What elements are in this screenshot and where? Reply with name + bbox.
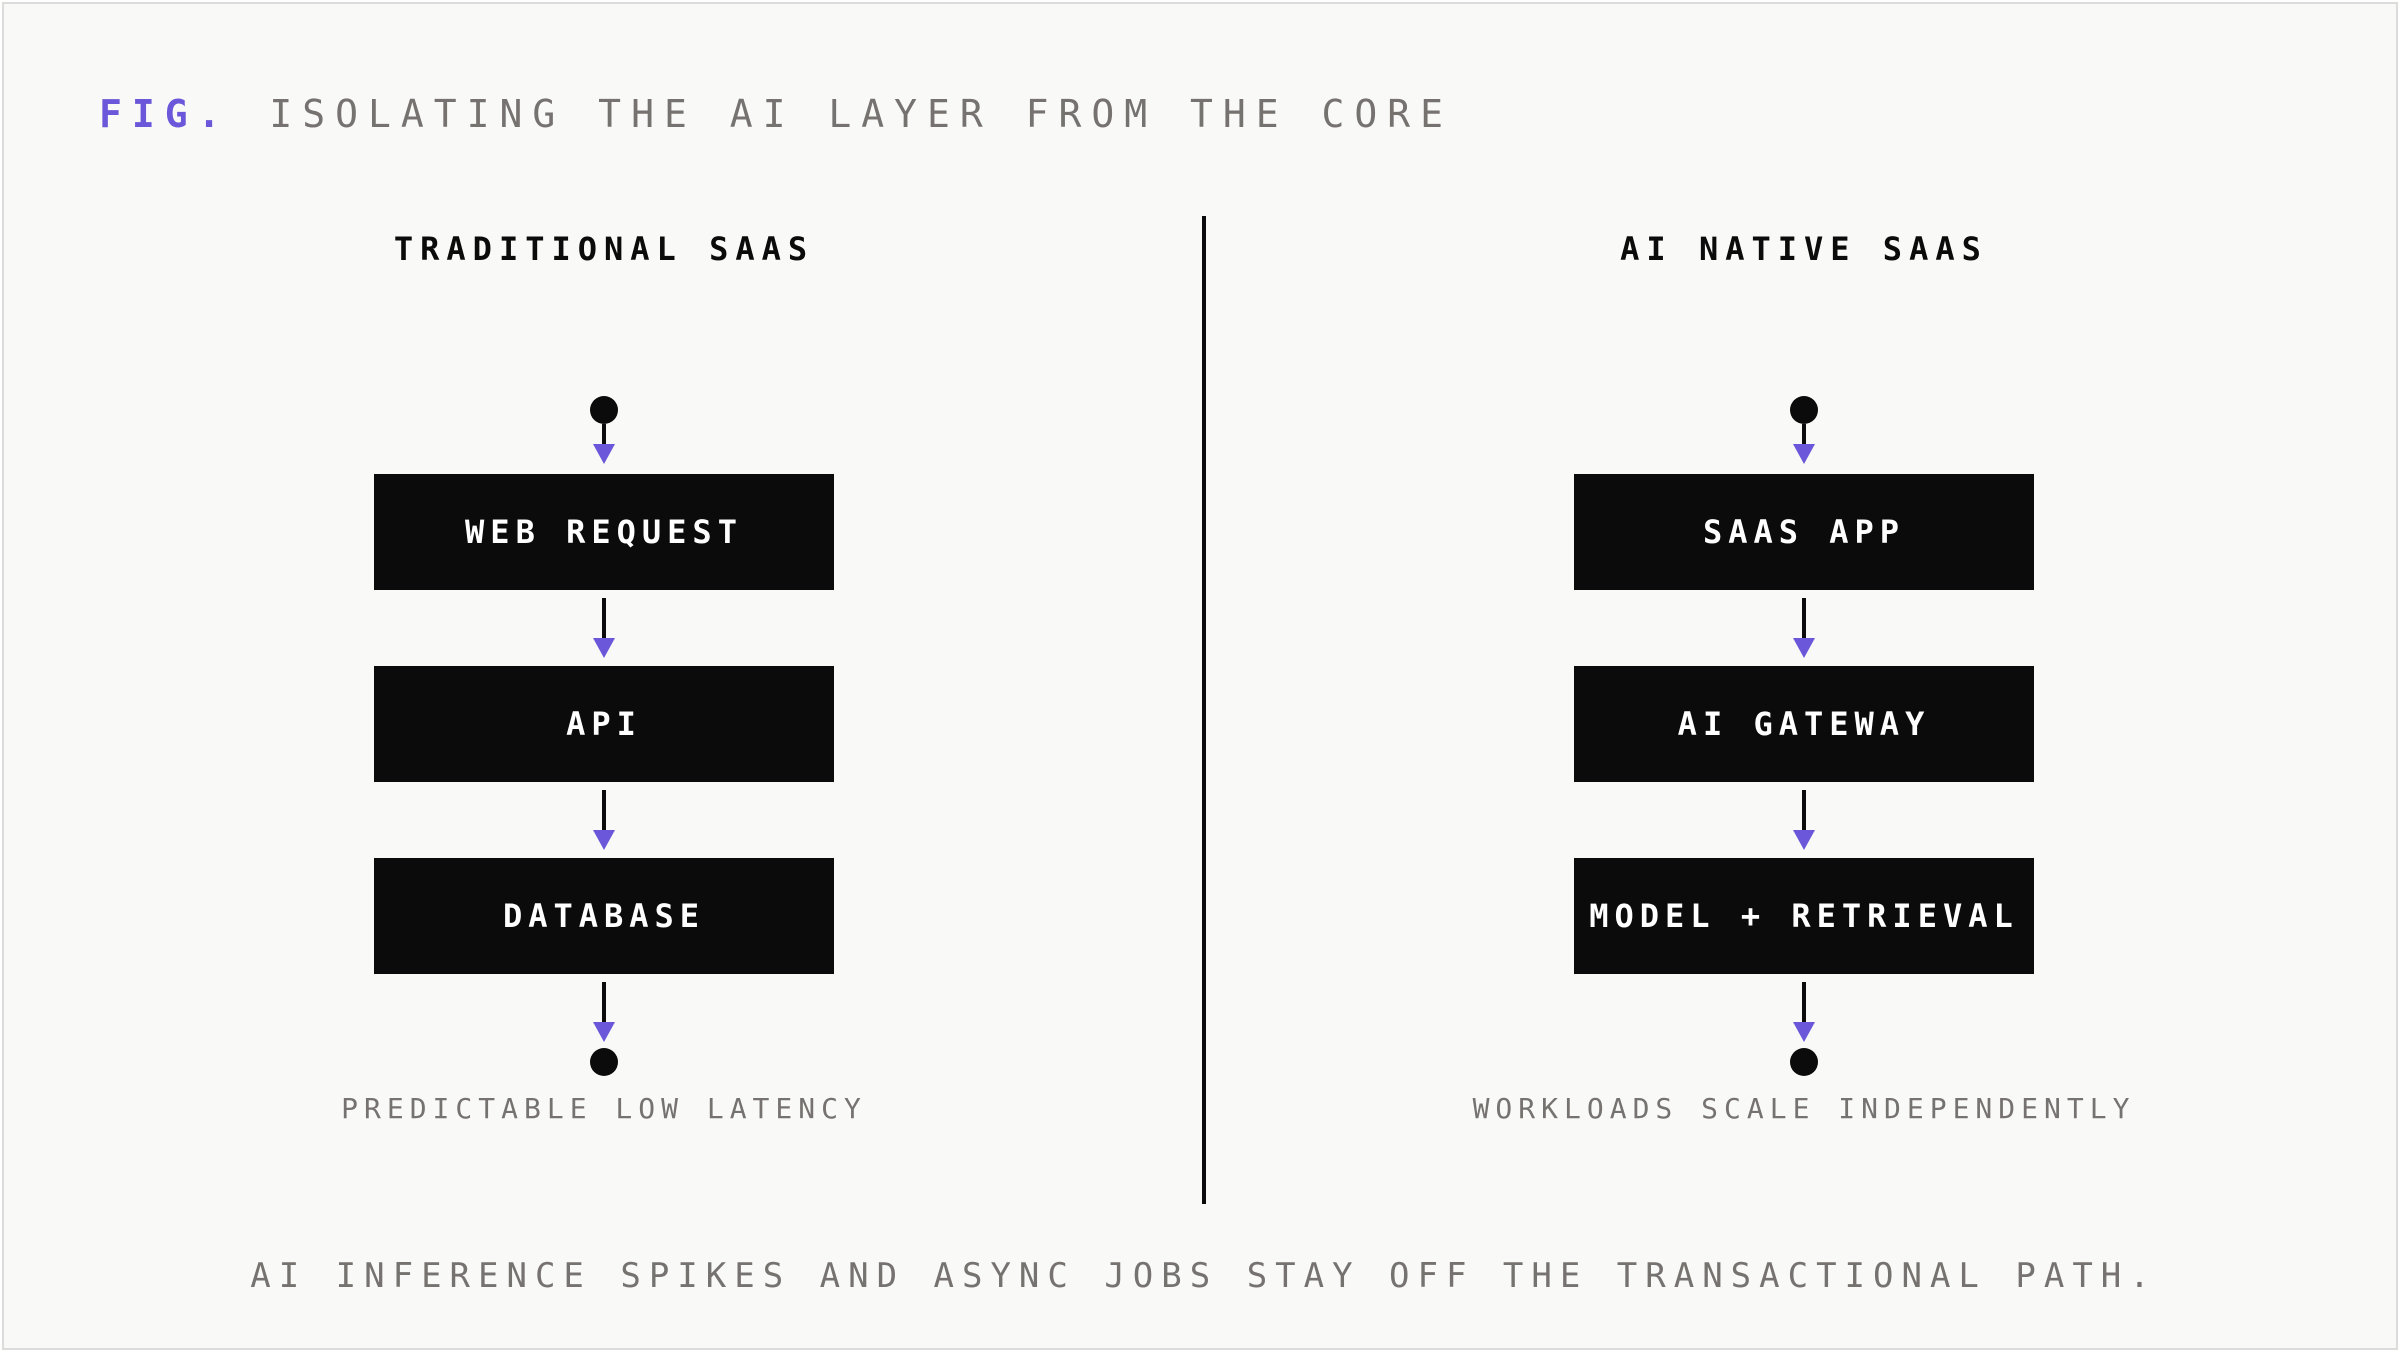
- node-web-request: WEB REQUEST: [374, 474, 834, 590]
- start-node-icon: [590, 396, 618, 424]
- arrow-down-icon: [593, 598, 615, 658]
- node-database: DATABASE: [374, 858, 834, 974]
- caption-ai-native: WORKLOADS SCALE INDEPENDENTLY: [1472, 1092, 2136, 1125]
- arrow-down-icon: [1793, 982, 1815, 1042]
- end-node-icon: [1790, 1048, 1818, 1076]
- column-title-traditional: TRADITIONAL SAAS: [393, 230, 815, 268]
- node-api: API: [374, 666, 834, 782]
- arrow-down-icon: [593, 982, 615, 1042]
- column-title-ai-native: AI NATIVE SAAS: [1620, 230, 1988, 268]
- node-model-retrieval: MODEL + RETRIEVAL: [1574, 858, 2034, 974]
- figure-prefix: FIG.: [99, 92, 231, 136]
- arrow-down-icon: [593, 790, 615, 850]
- arrow-down-icon: [1793, 424, 1815, 464]
- node-ai-gateway: AI GATEWAY: [1574, 666, 2034, 782]
- arrow-down-icon: [593, 424, 615, 464]
- arrow-down-icon: [1793, 598, 1815, 658]
- start-node-icon: [1790, 396, 1818, 424]
- figure-footer: AI INFERENCE SPIKES AND ASYNC JOBS STAY …: [250, 1256, 2158, 1296]
- caption-traditional: PREDICTABLE LOW LATENCY: [341, 1092, 867, 1125]
- node-saas-app: SAAS APP: [1574, 474, 2034, 590]
- arrow-down-icon: [1793, 790, 1815, 850]
- figure-title-text: ISOLATING THE AI LAYER FROM THE CORE: [269, 92, 1454, 136]
- figure-title: FIG. ISOLATING THE AI LAYER FROM THE COR…: [99, 92, 1453, 136]
- column-divider: [1202, 216, 1206, 1204]
- end-node-icon: [590, 1048, 618, 1076]
